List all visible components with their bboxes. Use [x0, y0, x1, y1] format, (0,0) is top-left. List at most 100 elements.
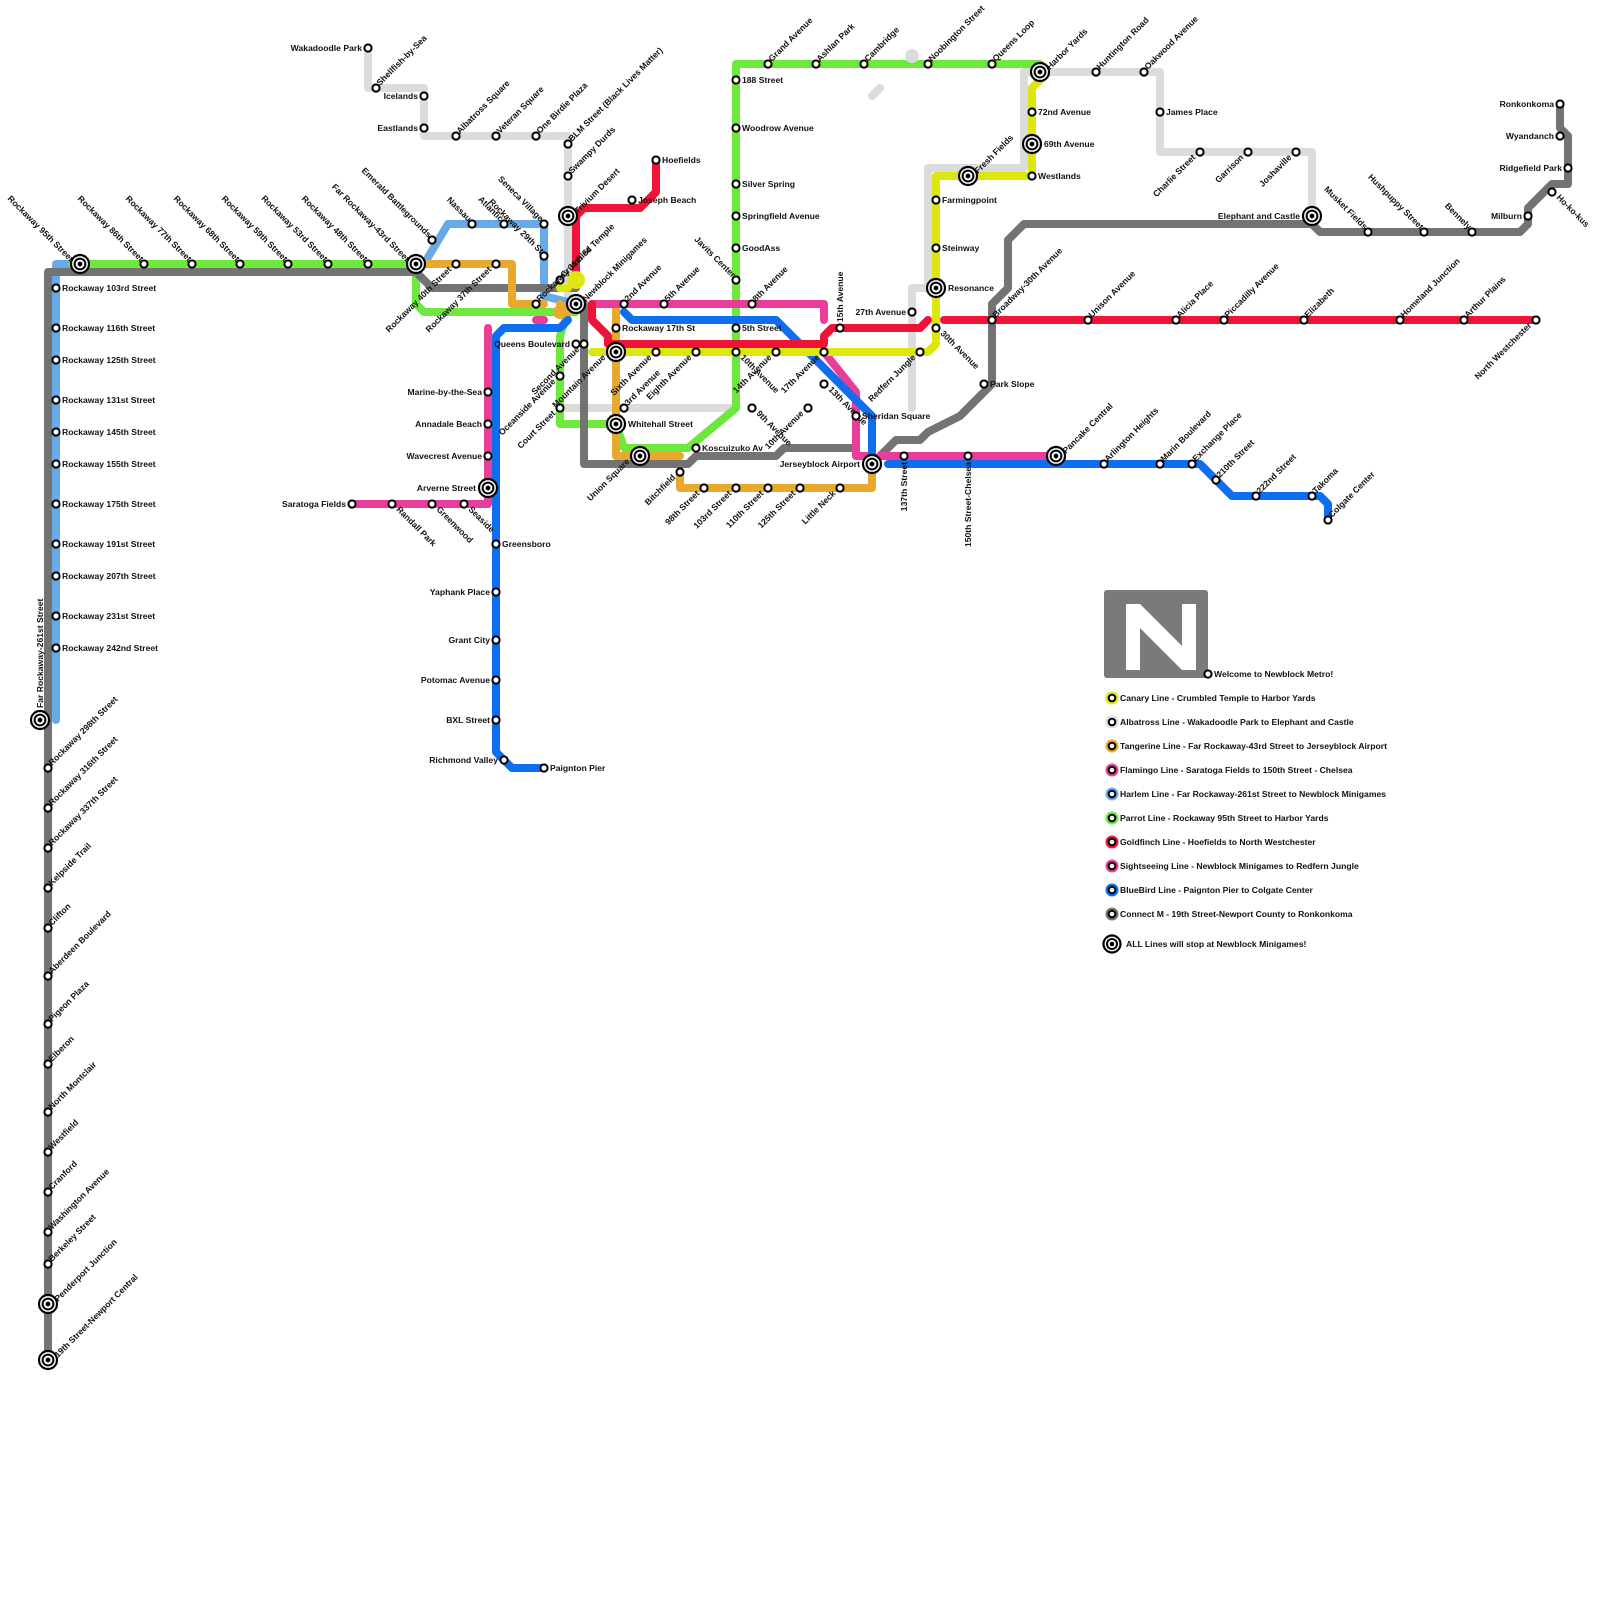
station-label: Rockaway 191st Street — [62, 539, 155, 549]
station-icelands[interactable]: Icelands — [384, 91, 429, 101]
station-ronkonkoma[interactable]: Ronkonkoma — [1500, 99, 1565, 109]
station-potomac-avenue[interactable]: Potomac Avenue — [421, 675, 501, 685]
legend-all-lines-text: ALL Lines will stop at Newblock Minigame… — [1126, 939, 1306, 949]
station-north-montclair[interactable]: North Montclair — [43, 1059, 99, 1117]
station-ho-ko-kus[interactable]: Ho-ko-kus — [1547, 187, 1592, 229]
station-arverne-street[interactable]: Arverne Street — [417, 477, 499, 499]
station-rockaway-175th-street[interactable]: Rockaway 175th Street — [51, 499, 156, 509]
station-wyandanch[interactable]: Wyandanch — [1506, 131, 1565, 141]
station-dot-icon — [811, 59, 821, 69]
station-wavecrest-avenue[interactable]: Wavecrest Avenue — [407, 451, 493, 461]
station-yaphank-place[interactable]: Yaphank Place — [430, 587, 501, 597]
legend-item-canary: Canary Line - Crumbled Temple to Harbor … — [1105, 691, 1316, 705]
station-farmingpoint[interactable]: Farmingpoint — [931, 195, 997, 205]
station-emerald-battlegrounds[interactable]: Emerald Battlegrounds — [360, 165, 437, 245]
station-rockaway-337th-street[interactable]: Rockaway 337th Street — [43, 774, 120, 853]
station-unison-avenue[interactable]: Unison Avenue — [1083, 268, 1137, 325]
station-rockaway-125th-street[interactable]: Rockaway 125th Street — [51, 355, 156, 365]
station-rockaway-103rd-street[interactable]: Rockaway 103rd Street — [51, 283, 156, 293]
station-steinway[interactable]: Steinway — [931, 243, 979, 253]
station-rockaway-231st-street[interactable]: Rockaway 231st Street — [51, 611, 155, 621]
station-hoefields[interactable]: Hoefields — [651, 155, 701, 165]
station-joseph-beach[interactable]: Joseph Beach — [627, 195, 696, 205]
station-dot-icon — [795, 483, 805, 493]
station-69th-avenue[interactable]: 69th Avenue — [1021, 133, 1095, 155]
station-park-slope[interactable]: Park Slope — [979, 379, 1035, 389]
station-rockaway-53rd-street[interactable]: Rockaway 53rd Street — [259, 193, 333, 269]
station-noobington-street[interactable]: Noobington Street — [923, 3, 987, 69]
station-springfield-avenue[interactable]: Springfield Avenue — [731, 211, 820, 221]
station-broadway-30th-avenue[interactable]: Broadway-30th Avenue — [987, 245, 1064, 325]
station-silver-spring[interactable]: Silver Spring — [731, 179, 795, 189]
station-rockaway-95th-street[interactable]: Rockaway 95th Street — [6, 194, 91, 275]
station-far-rockaway-261st-street[interactable]: Far Rockaway-261st Street — [29, 598, 51, 731]
station-rockaway-191st-street[interactable]: Rockaway 191st Street — [51, 539, 155, 549]
station-musket-fields[interactable]: Musket Fields — [1322, 184, 1373, 237]
station-dot-icon — [283, 259, 293, 269]
station-rockaway-242nd-street[interactable]: Rockaway 242nd Street — [51, 643, 158, 653]
station-rockaway-17th-st[interactable]: Rockaway 17th St — [611, 323, 695, 333]
station-dot-icon — [491, 539, 501, 549]
station-marine-by-the-sea[interactable]: Marine-by-the-Sea — [408, 387, 493, 397]
station-whitehall-street[interactable]: Whitehall Street — [605, 413, 693, 435]
station-annadale-beach[interactable]: Annadale Beach — [415, 419, 493, 429]
station-rockaway-131st-street[interactable]: Rockaway 131st Street — [51, 395, 155, 405]
station-grand-avenue[interactable]: Grand Avenue — [763, 15, 815, 69]
station-rockaway-207th-street[interactable]: Rockaway 207th Street — [51, 571, 156, 581]
station-72nd-avenue[interactable]: 72nd Avenue — [1027, 107, 1091, 117]
station-milburn[interactable]: Milburn — [1491, 211, 1533, 221]
station-takoma[interactable]: Takoma — [1307, 466, 1340, 501]
station-arlington-heights[interactable]: Arlington Heights — [1099, 405, 1161, 469]
station-rockaway-155th-street[interactable]: Rockaway 155th Street — [51, 459, 156, 469]
station-north-westchester[interactable]: North Westchester — [1472, 315, 1541, 381]
station-marin-boulevard[interactable]: Marin Boulevard — [1155, 409, 1213, 469]
station-elephant-and-castle[interactable]: Elephant and Castle — [1218, 205, 1323, 227]
station-15th-avenue[interactable]: 15th Avenue — [835, 271, 845, 333]
station-saratoga-fields[interactable]: Saratoga Fields — [282, 499, 357, 509]
station-rockaway-316th-street[interactable]: Rockaway 316th Street — [43, 734, 120, 813]
station-188-street[interactable]: 188 Street — [731, 75, 783, 85]
station-rockaway-29th-st[interactable]: Rockaway 29th St — [487, 197, 549, 261]
station-dot-icon — [1523, 211, 1533, 221]
station-label: Woodrow Avenue — [742, 123, 814, 133]
station-grant-city[interactable]: Grant City — [448, 635, 501, 645]
station-huntington-road[interactable]: Huntington Road — [1091, 15, 1151, 77]
station-dot-icon — [1299, 315, 1309, 325]
station-woodrow-avenue[interactable]: Woodrow Avenue — [731, 123, 814, 133]
station-210th-street[interactable]: 210th Street — [1211, 437, 1256, 485]
station-5th-street[interactable]: 5th Street — [731, 323, 782, 333]
station-hushpuppy-street[interactable]: Hushpuppy Street — [1366, 172, 1429, 237]
station-label: Ridgefield Park — [1499, 163, 1562, 173]
station-far-rockaway-43rd-street[interactable]: Far Rockaway-43rd Street — [330, 182, 427, 275]
station-label: 30th Avenue — [939, 328, 982, 371]
interchange-ring — [1033, 65, 1047, 79]
station-greensboro[interactable]: Greensboro — [491, 539, 551, 549]
station-james-place[interactable]: James Place — [1155, 107, 1218, 117]
station-sheridan-square[interactable]: Sheridan Square — [851, 411, 931, 421]
station-koscuizuko-av[interactable]: Koscuizuko Av — [691, 443, 763, 453]
station-label: Randall Park — [395, 504, 439, 548]
station-piccadilly-avenue[interactable]: Piccadilly Avenue — [1219, 261, 1281, 325]
station-jerseyblock-airport[interactable]: Jerseyblock Airport — [780, 453, 883, 475]
station-wakadoodle-park[interactable]: Wakadoodle Park — [291, 43, 373, 53]
station-bxl-street[interactable]: BXL Street — [446, 715, 501, 725]
station-goodass[interactable]: GoodAss — [731, 243, 780, 253]
station-richmond-valley[interactable]: Richmond Valley — [429, 755, 509, 765]
station-eastlands[interactable]: Eastlands — [377, 123, 429, 133]
station-137th-street[interactable]: 137th Street — [899, 451, 909, 511]
station-27th-avenue[interactable]: 27th Avenue — [856, 307, 917, 317]
station-queens-boulevard[interactable]: Queens Boulevard — [494, 339, 581, 349]
station-150th-street-chelsea[interactable]: 150th Street-Chelsea — [963, 451, 973, 547]
legend-item-flamingo: Sightseeing Line - Newblock Minigames to… — [1105, 859, 1359, 873]
station-westlands[interactable]: Westlands — [1027, 171, 1081, 181]
station-rockaway-116th-street[interactable]: Rockaway 116th Street — [51, 323, 155, 333]
station-homeland-junction[interactable]: Homeland Junction — [1395, 256, 1462, 325]
station-rockaway-145th-street[interactable]: Rockaway 145th Street — [51, 427, 156, 437]
station-ridgefield-park[interactable]: Ridgefield Park — [1499, 163, 1573, 173]
station-19th-street-newport-central[interactable]: 19th Street-Newport Central — [37, 1272, 140, 1371]
station-label: Broadway-30th Avenue — [990, 245, 1064, 319]
station-resonance[interactable]: Resonance — [925, 277, 994, 299]
station-rockaway-37th-street[interactable]: Rockaway 37th Street — [424, 259, 501, 334]
station-shellfish-by-sea[interactable]: Shellfish-by-Sea — [371, 33, 429, 93]
station-paignton-pier[interactable]: Paignton Pier — [539, 763, 606, 773]
